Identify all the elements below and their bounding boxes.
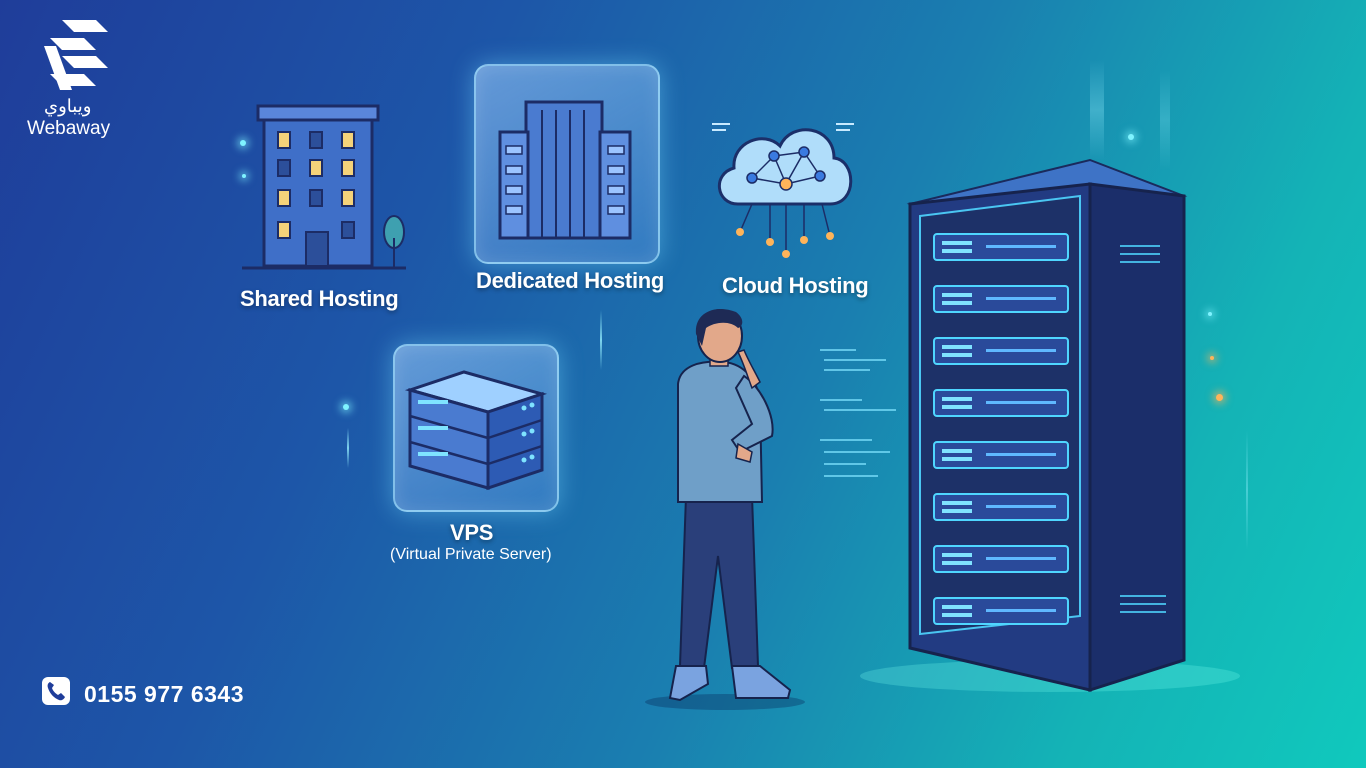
vps-label: VPS — [450, 520, 494, 545]
server-slot-line — [986, 505, 1056, 508]
sparkle-dot — [242, 174, 246, 178]
brand-name: Webaway — [27, 118, 111, 139]
server-slot-led — [942, 553, 972, 557]
phone-number: 0155 977 6343 — [84, 681, 244, 707]
server-slot-led — [942, 293, 972, 297]
brand-arabic-name: ويباوي — [44, 96, 92, 116]
server-slot-line — [986, 401, 1056, 404]
server-slot-line — [986, 349, 1056, 352]
sparkle-dot — [1128, 134, 1134, 140]
thinking-person-illustration — [645, 308, 805, 710]
server-slot-led — [942, 561, 972, 565]
server-rack-illustration — [860, 158, 1240, 693]
light-beam — [347, 428, 349, 468]
cloud-hosting-label: Cloud Hosting — [722, 273, 869, 298]
server-slot-led — [942, 397, 972, 401]
sparkle-dot — [240, 140, 246, 146]
server-slot-line — [986, 297, 1056, 300]
light-beam — [600, 310, 602, 370]
vps-sublabel: (Virtual Private Server) — [390, 546, 552, 563]
sparkle-dot — [343, 404, 349, 410]
server-slots — [933, 233, 1069, 625]
server-slot-led — [942, 301, 972, 305]
dedicated-hosting-label: Dedicated Hosting — [476, 268, 665, 293]
server-slot-line — [986, 453, 1056, 456]
sparkle-dot — [1216, 394, 1223, 401]
server-slot-led — [942, 605, 972, 609]
sparkle-dot — [1210, 356, 1214, 360]
phone-icon — [42, 677, 70, 705]
webaway-logo-icon — [44, 20, 108, 90]
server-slot-led — [942, 613, 972, 617]
apartment-building-icon — [242, 104, 406, 270]
server-slot-led — [942, 509, 972, 513]
server-slot-led — [942, 449, 972, 453]
phone-glyph — [47, 682, 65, 701]
server-slot-line — [986, 557, 1056, 560]
server-slot-led — [942, 353, 972, 357]
office-tower-icon — [498, 100, 632, 240]
light-beam — [1246, 430, 1248, 550]
light-beam — [1160, 70, 1170, 170]
server-slot-led — [942, 457, 972, 461]
server-slot-led — [942, 345, 972, 349]
server-slot-line — [986, 245, 1056, 248]
server-slot-led — [942, 501, 972, 505]
server-slot-line — [986, 609, 1056, 612]
server-slot-led — [942, 405, 972, 409]
sparkle-dot — [1208, 312, 1212, 316]
server-slot-led — [942, 241, 972, 245]
code-lines-decoration — [820, 349, 896, 477]
shared-hosting-label: Shared Hosting — [240, 286, 399, 311]
server-stack-icon — [404, 370, 548, 491]
server-slot-led — [942, 249, 972, 253]
light-beam — [1090, 60, 1104, 160]
cloud-network-icon — [712, 123, 854, 258]
